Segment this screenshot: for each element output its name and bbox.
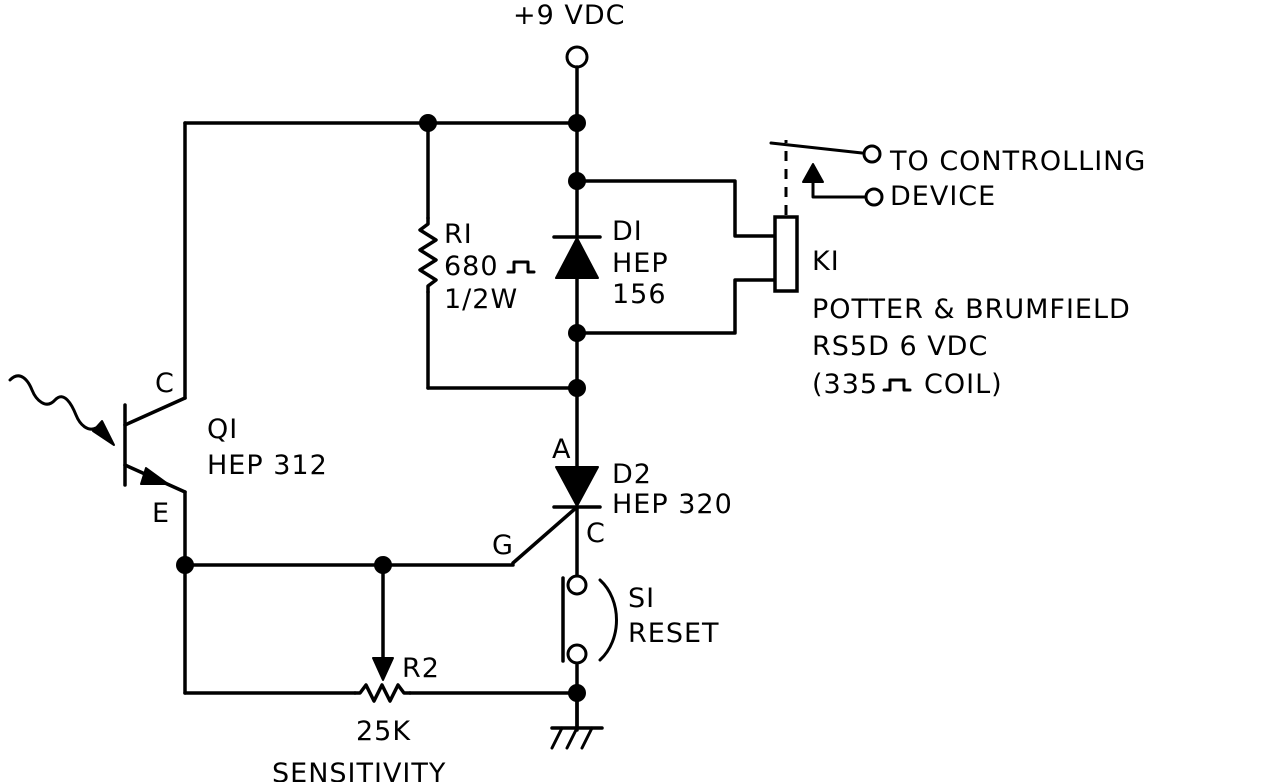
r2-name: R2: [402, 653, 440, 684]
supply-terminal: [565, 45, 589, 69]
k1-description-line2: RS5D 6 VDC: [812, 331, 988, 362]
junction-nodes: [176, 114, 586, 702]
junction-dot: [568, 684, 586, 702]
d1-part-line1: HEP: [612, 248, 669, 279]
top-bus-wires: [183, 121, 579, 400]
s1-name: SI: [628, 583, 655, 614]
junction-dot: [374, 556, 392, 574]
relay-contacts: [769, 140, 868, 215]
d2-anode-label: A: [552, 434, 571, 465]
k1-description-line1: POTTER & BRUMFIELD: [812, 294, 1131, 325]
junction-dot: [568, 114, 586, 132]
junction-dot: [568, 379, 586, 397]
r2-function: SENSITIVITY: [272, 758, 446, 782]
relay-coil-wires: [575, 179, 777, 335]
s1-function: RESET: [628, 618, 720, 649]
output-label-line2: DEVICE: [890, 181, 996, 212]
s1-reset-switch: [561, 574, 618, 665]
r2-value: 25K: [356, 716, 411, 747]
r1-name: RI: [444, 219, 473, 250]
d2-part: HEP 320: [612, 489, 733, 520]
r2-potentiometer: [353, 657, 579, 703]
ohm-symbol: [506, 260, 536, 274]
output-terminal-1: [862, 144, 882, 164]
d1-diode: [552, 235, 602, 279]
k1-name: KI: [812, 246, 840, 277]
junction-dot: [419, 114, 437, 132]
supply-label: +9 VDC: [513, 0, 626, 31]
q1-collector-label: C: [155, 368, 175, 399]
d2-name: D2: [612, 459, 652, 490]
d2-scr: [511, 466, 602, 565]
ohm-symbol: [882, 378, 912, 392]
junction-dot: [176, 556, 194, 574]
r1-value: 680: [444, 251, 499, 282]
r1-resistor: [418, 216, 579, 390]
d1-name: DI: [612, 216, 643, 247]
q1-emitter-label: E: [152, 498, 170, 529]
d2-gate-label: G: [492, 530, 514, 561]
k1-description-line3-prefix: (335: [812, 369, 878, 400]
k1-description-line3-suffix: COIL): [924, 369, 1003, 400]
output-label-line1: TO CONTROLLING: [889, 146, 1146, 177]
d2-cathode-label: C: [586, 518, 606, 549]
ground-symbol: [550, 691, 604, 750]
r1-power: 1/2W: [444, 284, 518, 315]
output-terminal-2: [864, 187, 884, 207]
relay-coil: [773, 215, 799, 293]
gate-bus-wires: [183, 563, 515, 695]
q1-name: QI: [207, 414, 238, 445]
q1-part: HEP 312: [207, 450, 328, 481]
junction-dot: [568, 324, 586, 342]
light-input-arrow: [8, 374, 115, 446]
junction-dot: [568, 172, 586, 190]
d1-part-line2: 156: [612, 279, 667, 310]
q1-phototransistor: [123, 396, 187, 567]
